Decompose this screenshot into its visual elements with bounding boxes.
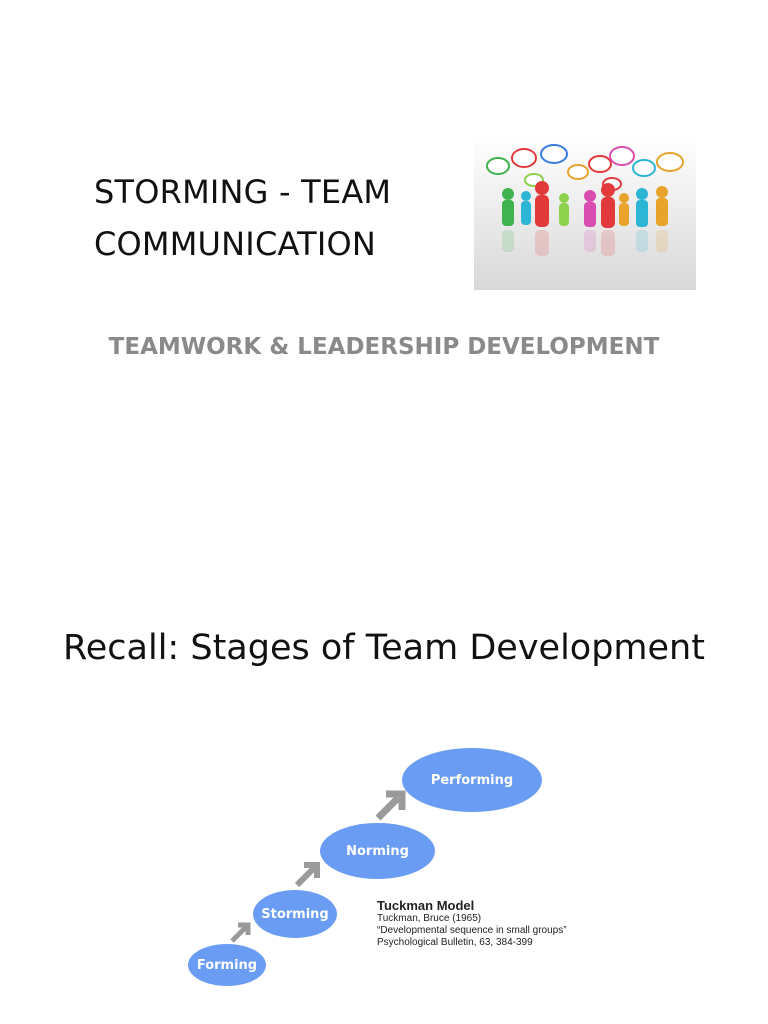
arrow-icon xyxy=(230,922,251,943)
stage-norming: Norming xyxy=(320,823,435,879)
slide-1-title-line-2: COMMUNICATION xyxy=(94,225,377,263)
stage-performing: Performing xyxy=(402,748,542,812)
slide-1: STORMING - TEAM COMMUNICATION xyxy=(94,136,696,360)
slide-1-title: STORMING - TEAM COMMUNICATION xyxy=(94,166,454,270)
reference-author: Tuckman, Bruce (1965) xyxy=(377,913,482,924)
stage-storming: Storming xyxy=(253,890,337,938)
people-speech-bubbles-image xyxy=(474,136,696,290)
arrow-icon xyxy=(294,862,320,888)
stage-forming: Forming xyxy=(188,944,266,986)
reference-journal: Psychological Bulletin, 63, 384-399 xyxy=(377,937,533,948)
slide-1-title-line-1: STORMING - TEAM xyxy=(94,173,392,211)
tuckman-reference: Tuckman Model Tuckman, Bruce (1965) “Dev… xyxy=(377,898,617,949)
slide-1-subtitle: TEAMWORK & LEADERSHIP DEVELOPMENT xyxy=(108,334,660,360)
reference-heading: Tuckman Model xyxy=(377,898,475,913)
reference-article: “Developmental sequence in small groups” xyxy=(377,925,567,936)
slide-2-title: Recall: Stages of Team Development xyxy=(63,628,705,668)
arrow-icon xyxy=(375,790,406,821)
slide-2: Recall: Stages of Team Development Formi… xyxy=(0,512,768,1024)
